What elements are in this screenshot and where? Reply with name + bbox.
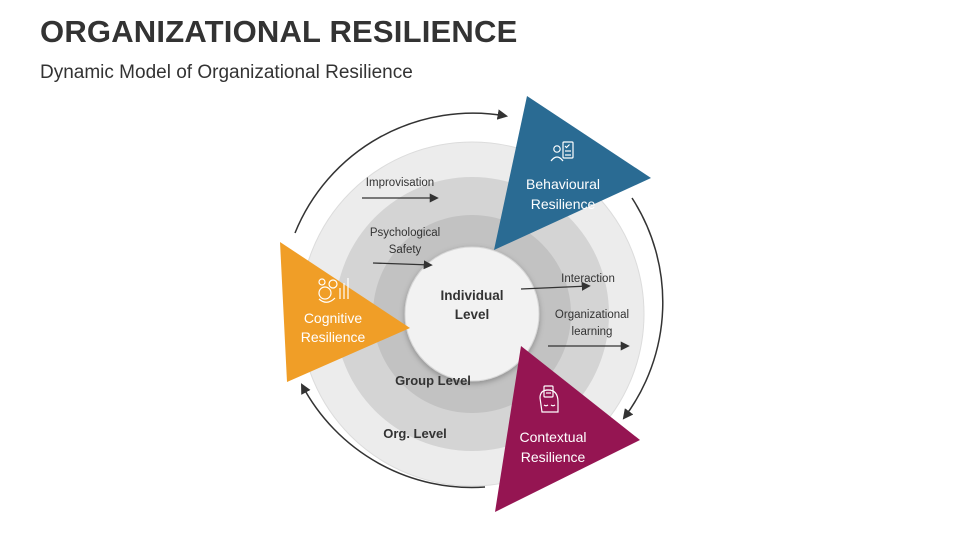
psychological-safety-arrow: [372, 260, 433, 270]
head-document-icon: [539, 385, 559, 413]
behavioural-segment: [494, 96, 651, 250]
brain-gears-icon: [318, 278, 349, 303]
contextual-resilience-label-line1: Contextual: [520, 429, 587, 445]
contextual-segment: [495, 346, 640, 512]
people-check-icon: [550, 141, 574, 162]
cognitive-resilience-label-line1: Cognitive: [304, 310, 363, 326]
group-level-label: Group Level: [395, 373, 471, 388]
individual-level-label-line2: Level: [455, 307, 490, 322]
organizational-learning-label-line1: Organizational: [555, 309, 629, 321]
behavioural-resilience-label-line2: Resilience: [531, 196, 596, 212]
cycle-arrow-top: [294, 109, 509, 234]
cycle-arrow-right: [622, 197, 664, 420]
interaction-label: Interaction: [561, 273, 615, 285]
organizational-learning-label-line2: learning: [572, 326, 613, 338]
contextual-resilience-label-line2: Resilience: [521, 449, 586, 465]
cognitive-segment: [280, 242, 410, 382]
psychological-safety-label-line1: Psychological: [370, 227, 440, 239]
cognitive-resilience-label-line2: Resilience: [301, 329, 366, 345]
cycle-arrow-bottom: [301, 383, 486, 489]
interaction-arrow: [520, 281, 591, 291]
page-title: ORGANIZATIONAL RESILIENCE: [40, 14, 518, 49]
org-level-label: Org. Level: [383, 426, 447, 441]
psychological-safety-label-line2: Safety: [389, 244, 422, 256]
page-subtitle: Dynamic Model of Organizational Resilien…: [40, 62, 413, 83]
individual-level-label-line1: Individual: [440, 288, 503, 303]
individual-level-circle: [404, 246, 540, 382]
behavioural-resilience-label-line1: Behavioural: [526, 176, 600, 192]
improvisation-label: Improvisation: [366, 177, 434, 189]
